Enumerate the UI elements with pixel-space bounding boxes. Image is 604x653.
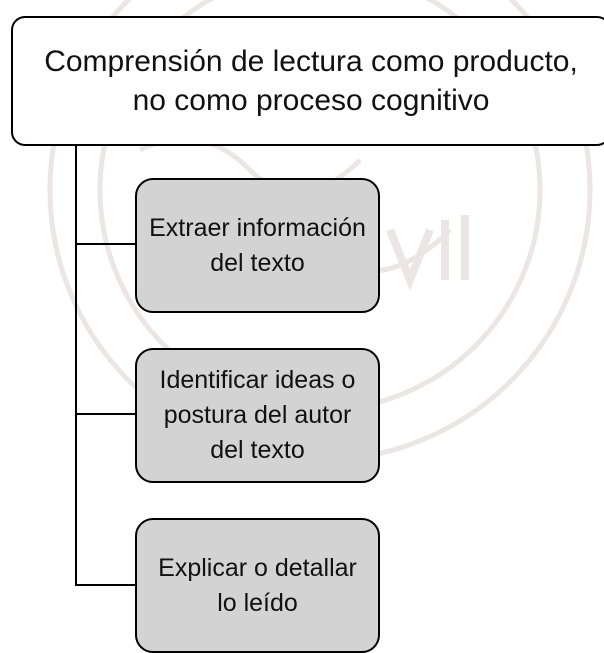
connector-branch-2 bbox=[75, 413, 136, 415]
root-node-label: Comprensión de lectura como producto, no… bbox=[44, 45, 578, 117]
child-node-label: Extraer información del texto bbox=[149, 213, 366, 277]
connector-trunk bbox=[75, 146, 77, 585]
child-node-label: Identificar ideas o postura del autor de… bbox=[159, 366, 356, 464]
child-node-label: Explicar o detallar lo leído bbox=[158, 553, 357, 617]
connector-branch-1 bbox=[75, 243, 136, 245]
connector-branch-3 bbox=[75, 584, 136, 586]
child-node-identificar: Identificar ideas o postura del autor de… bbox=[135, 348, 380, 483]
child-node-explicar: Explicar o detallar lo leído bbox=[135, 518, 380, 653]
root-node: Comprensión de lectura como producto, no… bbox=[11, 16, 604, 146]
child-node-extraer: Extraer información del texto bbox=[135, 178, 380, 313]
